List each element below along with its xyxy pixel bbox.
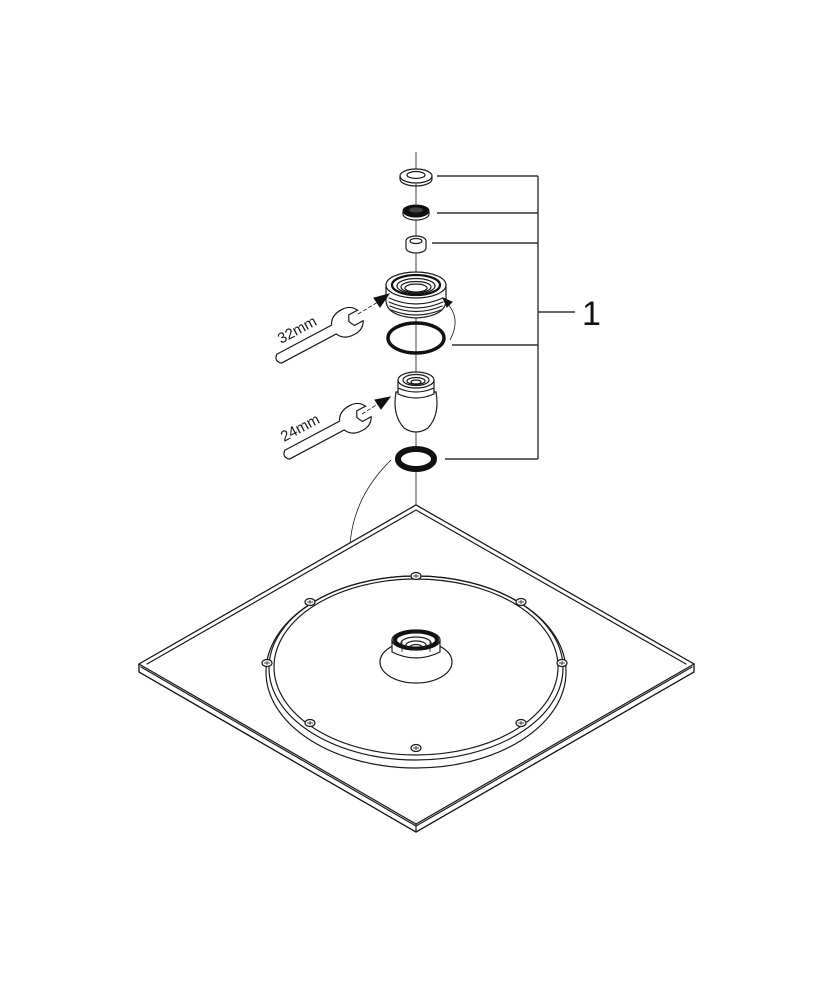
screw-icon bbox=[515, 597, 527, 607]
screw-icon bbox=[261, 658, 273, 668]
wrench-24mm-icon bbox=[283, 402, 372, 460]
screw-icon bbox=[410, 743, 422, 753]
wrench-24-arrow bbox=[361, 396, 392, 415]
callout-number: 1 bbox=[582, 295, 601, 333]
assembly-arrow-oring bbox=[442, 297, 456, 341]
wrench-32mm-icon bbox=[275, 306, 364, 364]
screw-icon bbox=[556, 658, 568, 668]
wrench-32-arrow bbox=[357, 293, 391, 315]
flat-washer bbox=[399, 168, 433, 187]
screw-icon bbox=[304, 718, 316, 728]
filter-screen bbox=[402, 204, 430, 221]
o-ring bbox=[386, 321, 446, 355]
center-connector bbox=[379, 629, 453, 684]
screw-icon bbox=[304, 597, 316, 607]
screw-icon bbox=[515, 718, 527, 728]
screw-icon bbox=[410, 571, 422, 581]
ball-joint bbox=[394, 371, 438, 433]
shower-plate bbox=[137, 504, 696, 833]
union-nut bbox=[385, 271, 447, 319]
seal-ring bbox=[395, 446, 437, 472]
flow-restrictor bbox=[405, 235, 427, 254]
callout-leaders bbox=[432, 175, 575, 460]
